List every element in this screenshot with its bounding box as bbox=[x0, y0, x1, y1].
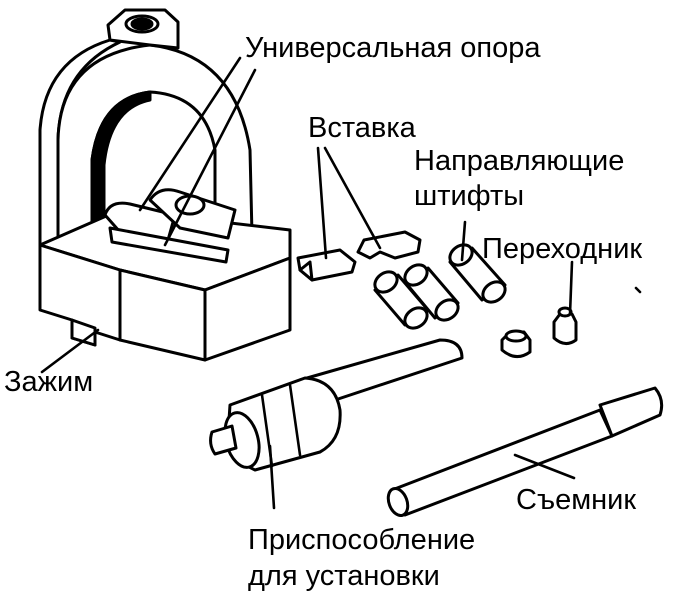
installer-drawing bbox=[209, 338, 464, 472]
label-guide-pins-line2: штифты bbox=[414, 180, 525, 212]
adapter-drawing bbox=[500, 306, 578, 358]
label-universal-support: Универсальная опора bbox=[245, 32, 541, 64]
remover-drawing bbox=[386, 386, 664, 518]
leader-lines bbox=[40, 56, 642, 510]
label-installer-line2: для установки bbox=[248, 560, 440, 592]
label-adapter: Переходник bbox=[482, 233, 643, 265]
label-installer-line1: Приспособление bbox=[248, 524, 476, 556]
label-remover: Съемник bbox=[516, 484, 637, 516]
label-clamp: Зажим bbox=[4, 366, 94, 398]
label-guide-pins-line1: Направляющие bbox=[414, 145, 625, 177]
universal-support-drawing bbox=[38, 8, 292, 362]
label-insert: Вставка bbox=[308, 112, 416, 144]
insert-drawing bbox=[296, 230, 422, 282]
guide-pins-drawing bbox=[373, 243, 507, 330]
